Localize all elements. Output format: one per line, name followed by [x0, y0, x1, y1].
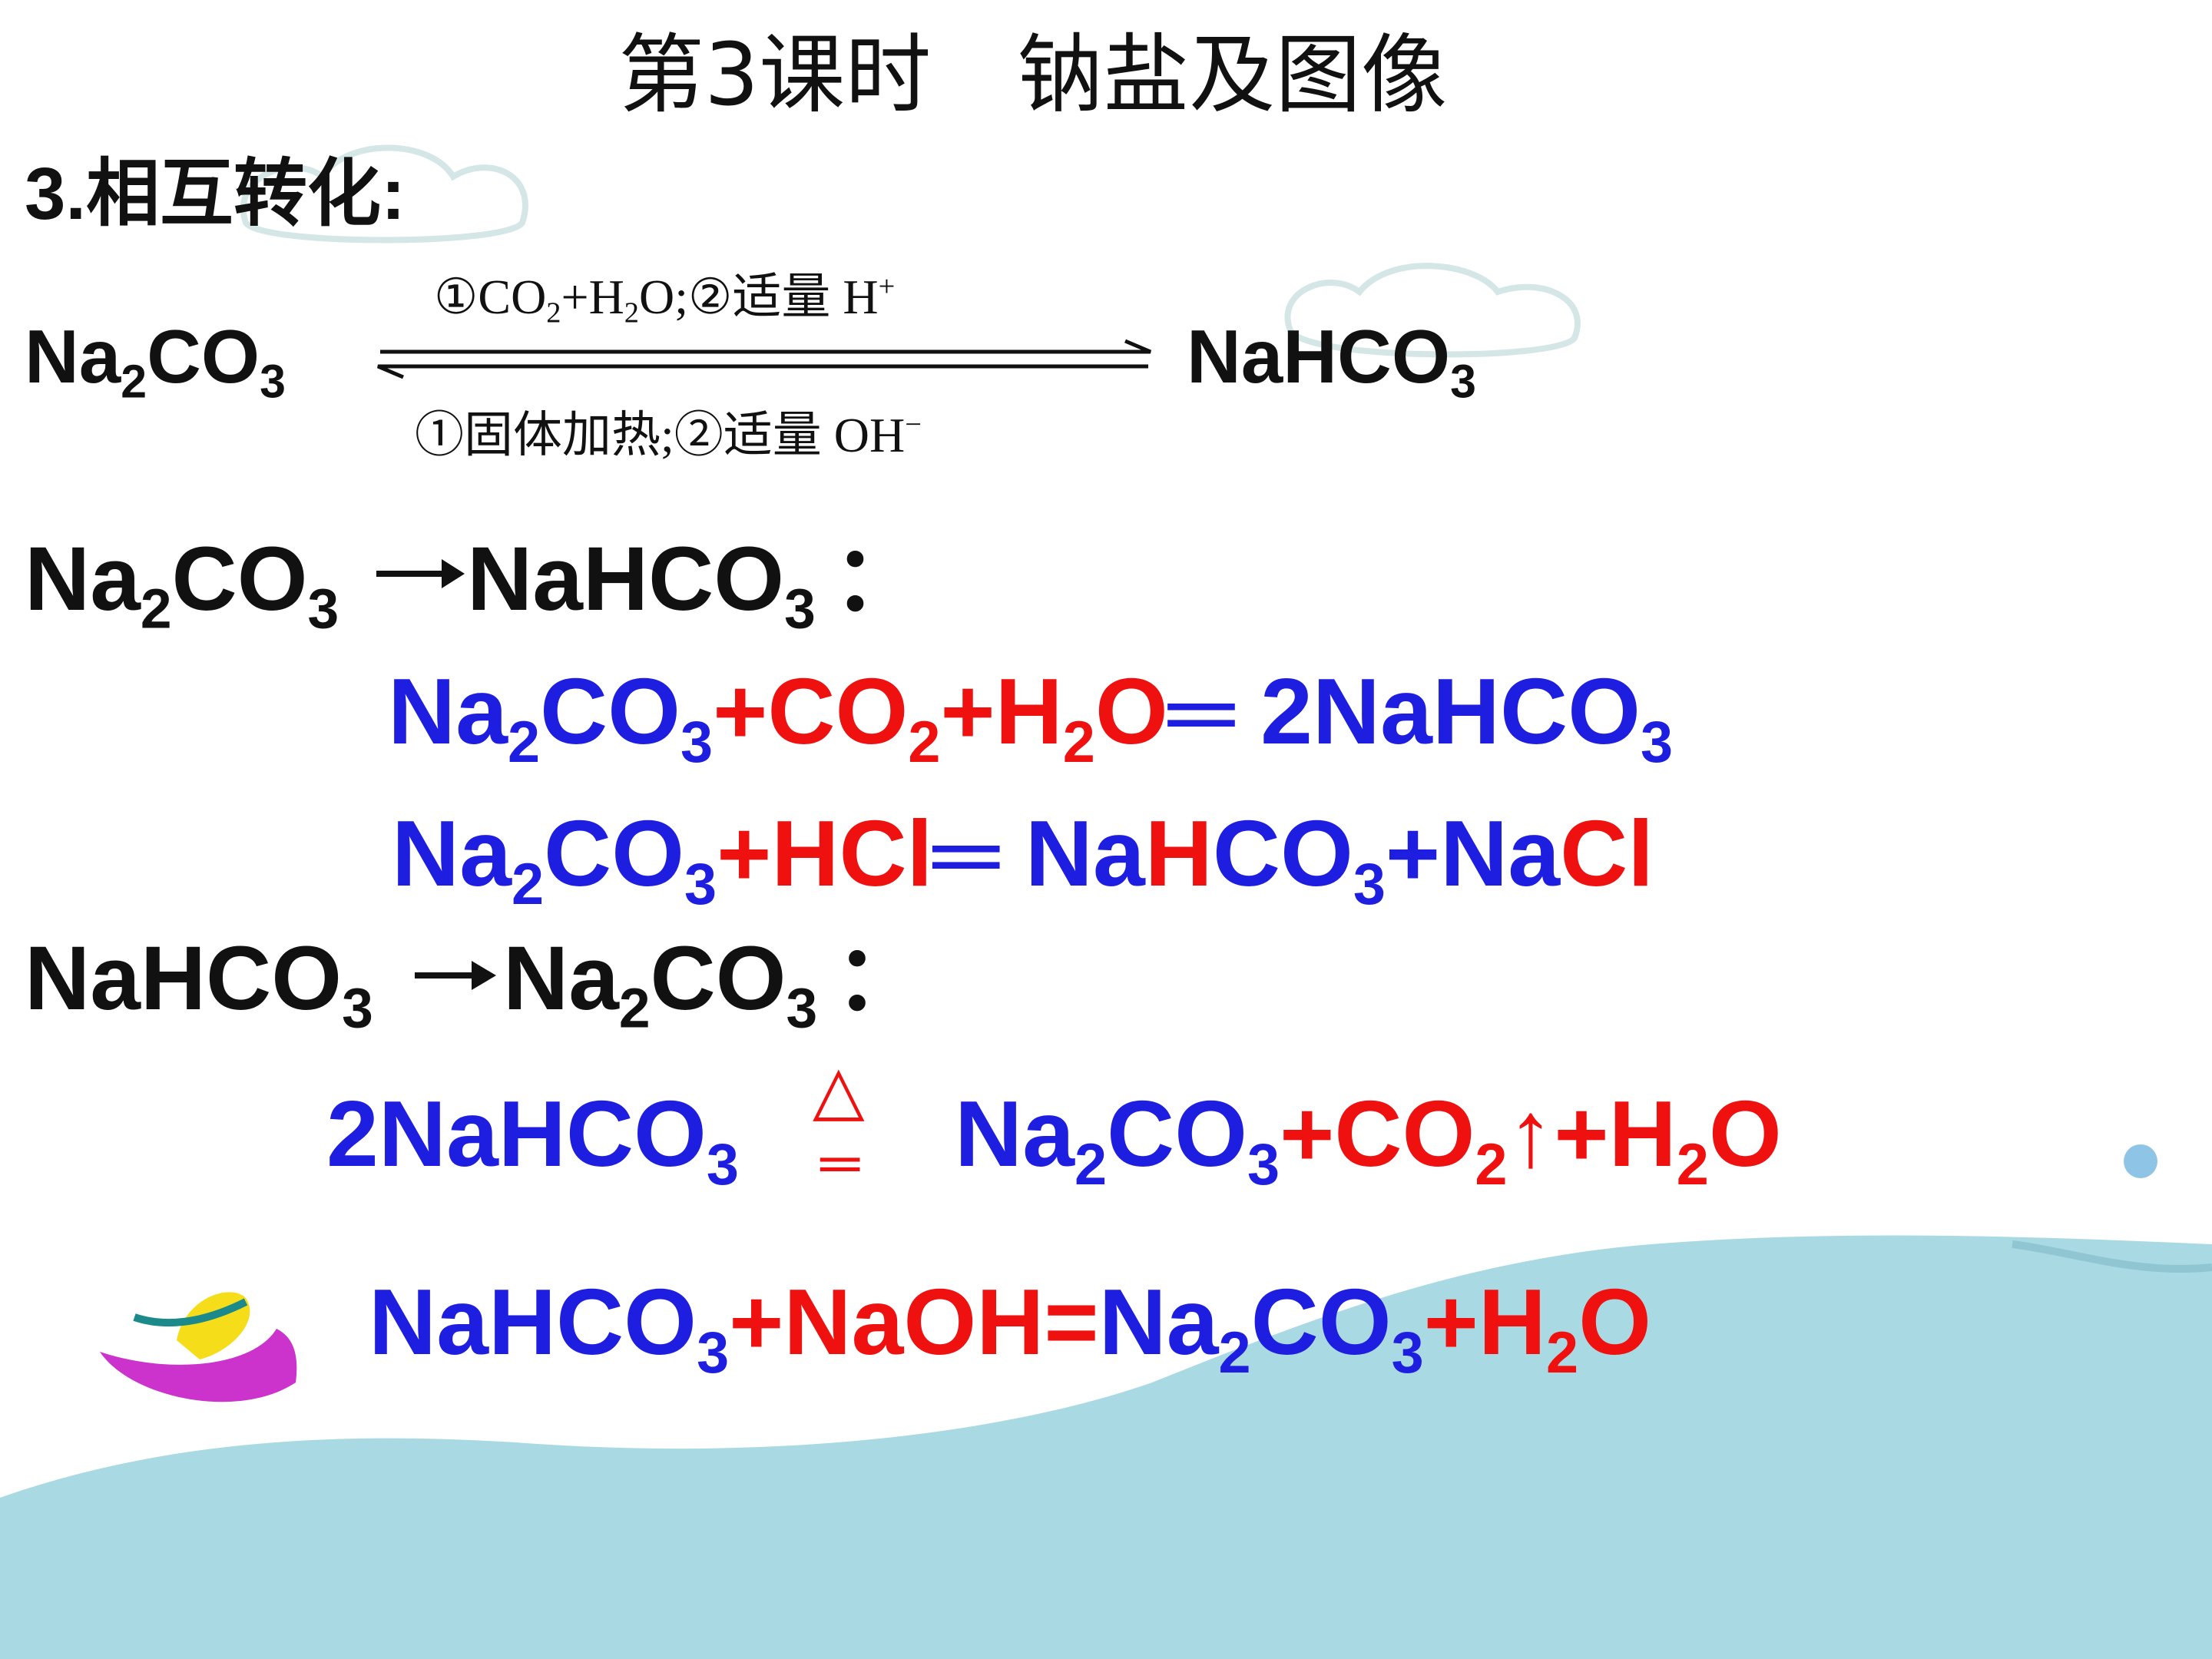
- bubble-icon: [2124, 1144, 2157, 1178]
- cloud-icon: [1284, 263, 1581, 358]
- section-heading: 3.相互转化:: [25, 153, 406, 235]
- forward-heading-to: NaHCO3 ：: [467, 528, 923, 641]
- wave-background: [0, 1235, 2212, 1659]
- logo-icon: [100, 1292, 297, 1402]
- reverse-equation-2: NaHCO3+NaOH=Na2CO3+H2O: [369, 1270, 1651, 1386]
- scheme-bottom-condition: ①固体加热;②适量 OH−: [415, 408, 922, 462]
- forward-equation-1: Na2CO3+CO2+H2O═ 2NaHCO3: [388, 659, 1674, 776]
- arrow-icon: [376, 559, 465, 588]
- reverse-heading-from: NaHCO3: [25, 928, 373, 1040]
- heat-condition-icon: △: [813, 1051, 865, 1128]
- equals-sign: ═: [820, 1132, 860, 1194]
- scheme-left-formula: Na2CO3: [25, 314, 286, 408]
- page-title: 第3课时 钠盐及图像: [618, 25, 1448, 125]
- scheme-top-condition: ①CO2+H2O;②适量 H+: [434, 270, 896, 329]
- reverse-equation-1-reactant: 2NaHCO3: [326, 1081, 739, 1198]
- forward-equation-2: Na2CO3+HCl═ NaHCO3+NaCl: [392, 801, 1654, 918]
- arrow-icon: [415, 961, 496, 990]
- scheme-right-formula: NaHCO3: [1187, 314, 1476, 408]
- equilibrium-arrow-icon: [377, 339, 1151, 379]
- forward-heading-from: Na2CO3: [25, 528, 339, 641]
- cloud-icon: [240, 144, 528, 243]
- reverse-equation-1-products: Na2CO3+CO2↑+H2O: [955, 1081, 1782, 1198]
- reverse-heading-to: Na2CO3 ：: [503, 928, 926, 1040]
